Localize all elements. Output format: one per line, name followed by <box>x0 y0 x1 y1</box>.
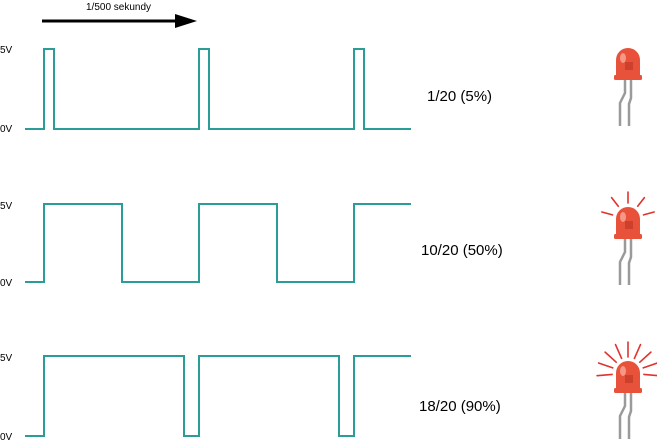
duty-cycle-label: 10/20 (50%) <box>421 242 503 259</box>
duty-cycle-label: 1/20 (5%) <box>427 88 492 105</box>
led-highlight <box>620 366 626 376</box>
led-rim <box>614 234 642 239</box>
led-icon <box>601 191 655 285</box>
arrow-label: 1/500 sekundy <box>86 2 151 13</box>
glow-ray <box>642 362 657 369</box>
pwm-waveform <box>25 355 411 437</box>
glow-ray <box>643 373 657 377</box>
glow-ray <box>636 196 646 208</box>
voltage-low-label: 0V <box>0 124 13 135</box>
led-leg <box>627 391 633 439</box>
duty-cycle-label: 18/20 (90%) <box>419 398 501 415</box>
led-leg <box>618 237 627 285</box>
glow-rays-icon <box>596 341 657 377</box>
led-rim <box>614 75 642 80</box>
glow-rays-icon <box>601 191 655 216</box>
glow-ray <box>601 211 614 216</box>
pwm-waveform <box>25 203 411 283</box>
signal-row-2: 5V 0V 10/20 (50%) <box>0 191 655 289</box>
glow-ray <box>638 351 652 364</box>
led-icon <box>614 48 642 126</box>
led-leg <box>627 237 633 285</box>
led-die <box>625 375 633 383</box>
arrow-head-icon <box>175 14 197 28</box>
led-die <box>625 62 633 70</box>
glow-ray <box>642 211 655 216</box>
pwm-waveform <box>25 48 411 130</box>
glow-ray <box>610 196 620 208</box>
glow-ray <box>614 343 623 360</box>
led-rim <box>614 388 642 393</box>
signal-row-3: 5V 0V 18/20 (90%) <box>0 341 657 443</box>
signal-row-1: 5V 0V 1/20 (5%) <box>0 45 642 135</box>
time-arrow: 1/500 sekundy <box>42 2 197 28</box>
led-leg <box>618 391 627 439</box>
glow-ray <box>604 351 618 364</box>
led-die <box>625 221 633 229</box>
glow-ray <box>597 362 614 369</box>
led-highlight <box>620 53 626 63</box>
glow-ray <box>596 373 613 377</box>
led-leg <box>627 78 633 126</box>
glow-ray <box>633 343 642 360</box>
voltage-low-label: 0V <box>0 278 13 289</box>
led-highlight <box>620 212 626 222</box>
voltage-high-label: 5V <box>0 45 13 56</box>
voltage-high-label: 5V <box>0 201 13 212</box>
voltage-high-label: 5V <box>0 353 13 364</box>
voltage-low-label: 0V <box>0 432 13 443</box>
led-icon <box>596 341 657 439</box>
led-leg <box>618 78 627 126</box>
